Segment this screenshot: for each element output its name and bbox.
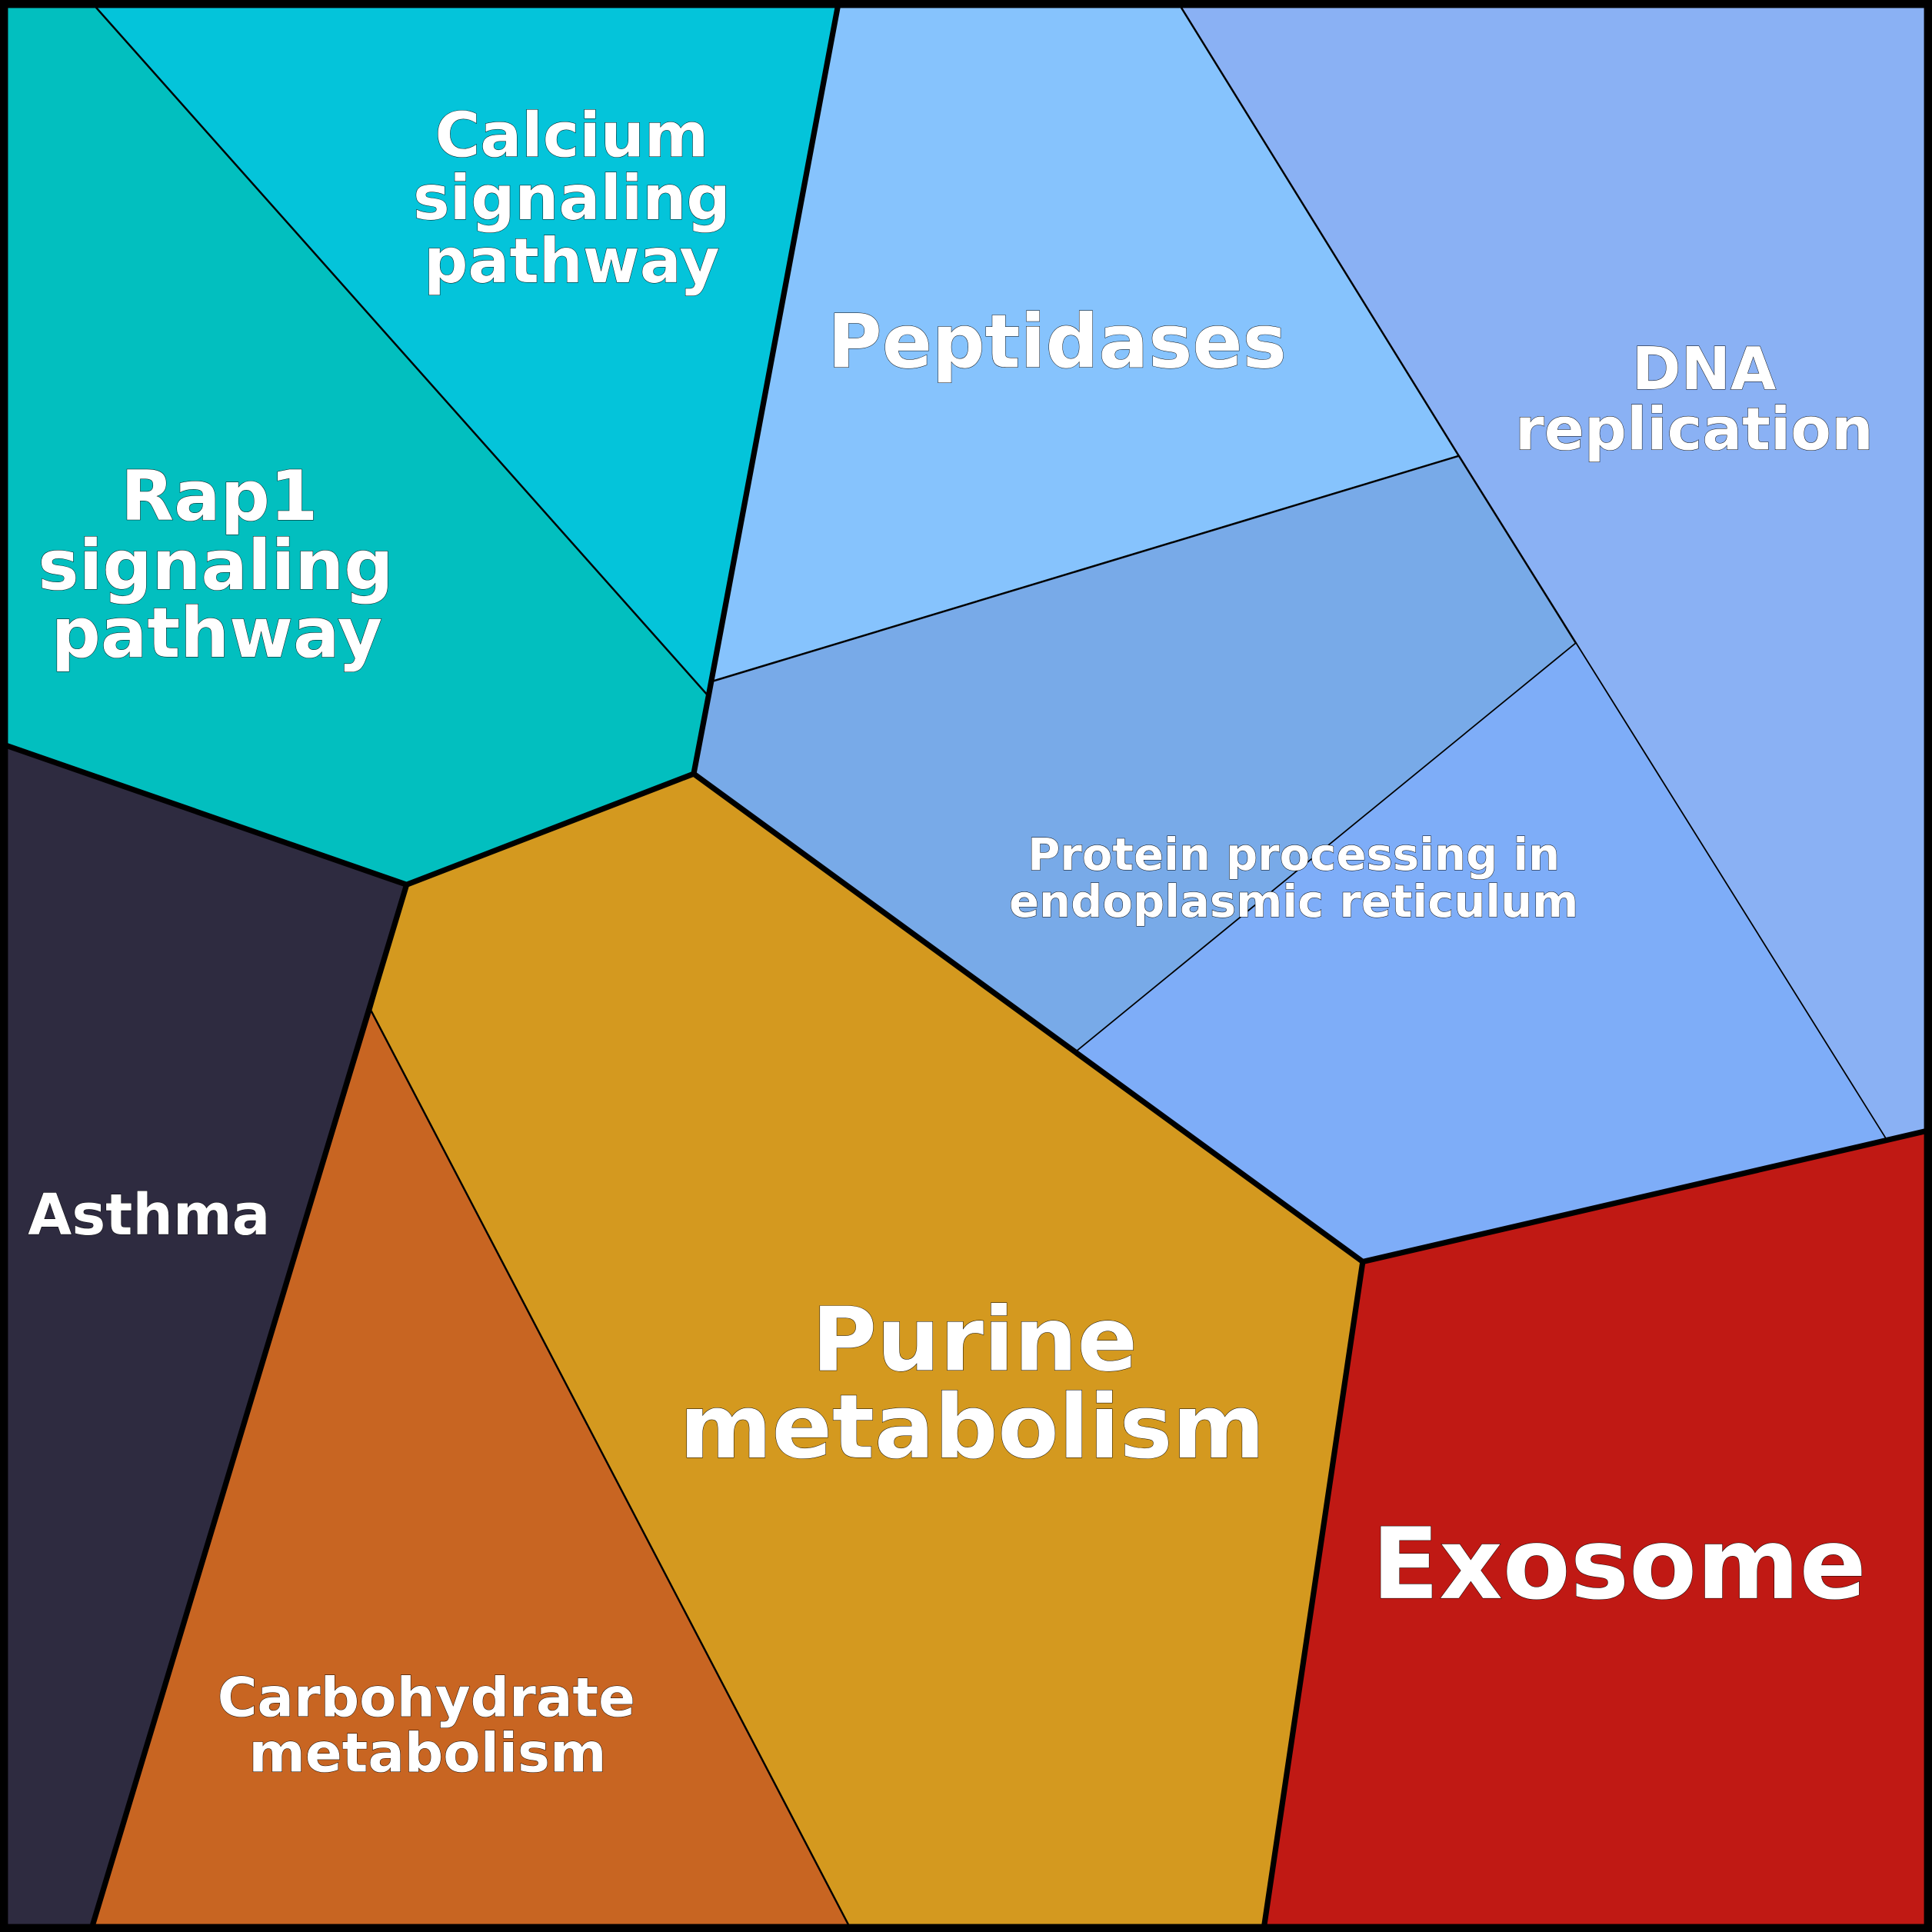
label-asthma: Asthma xyxy=(28,1183,270,1248)
group-border xyxy=(89,884,410,1927)
group-border xyxy=(691,771,1927,1265)
label-exosome: Exosome xyxy=(1372,1507,1867,1622)
label-peptidases: Peptidases xyxy=(828,298,1287,385)
group-border xyxy=(1261,1261,1366,1927)
